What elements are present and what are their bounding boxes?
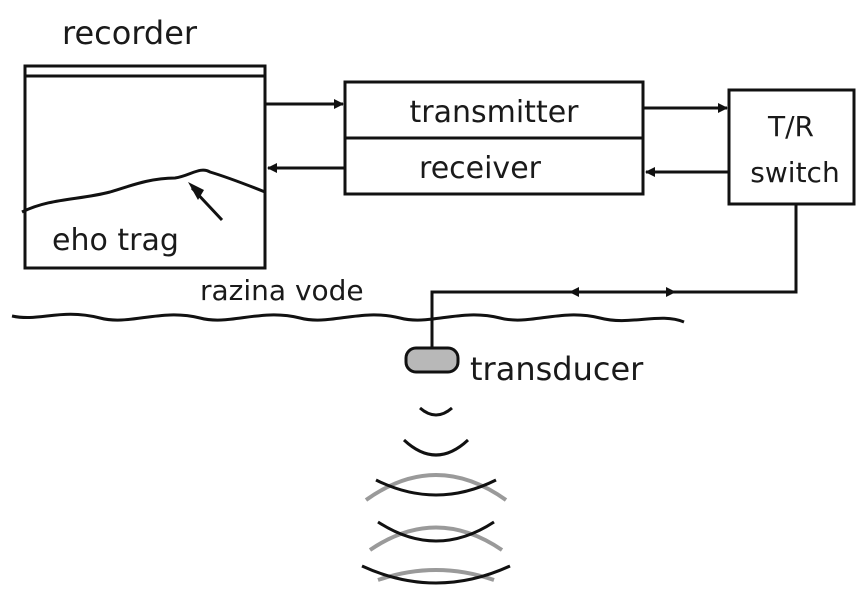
transducer-body xyxy=(404,346,460,374)
transducer-cable xyxy=(430,204,798,352)
sound-waves xyxy=(361,406,511,585)
tr-switch-label-line2: switch xyxy=(750,156,839,189)
transmitter-label: transmitter xyxy=(410,95,580,130)
recorder-label: recorder xyxy=(62,14,198,52)
transducer-label: transducer xyxy=(470,350,644,388)
water-surface-line xyxy=(11,312,685,324)
receiver-label: receiver xyxy=(419,151,542,186)
receiver-box xyxy=(343,136,645,196)
echo-trace-label: eho trag xyxy=(52,223,179,258)
tr-switch-box xyxy=(727,88,856,206)
tr-switch-label-line1: T/R xyxy=(767,110,814,143)
echo-trace-line xyxy=(21,168,266,214)
recorder-box xyxy=(21,64,267,270)
water-level-label: razina vode xyxy=(200,274,364,307)
